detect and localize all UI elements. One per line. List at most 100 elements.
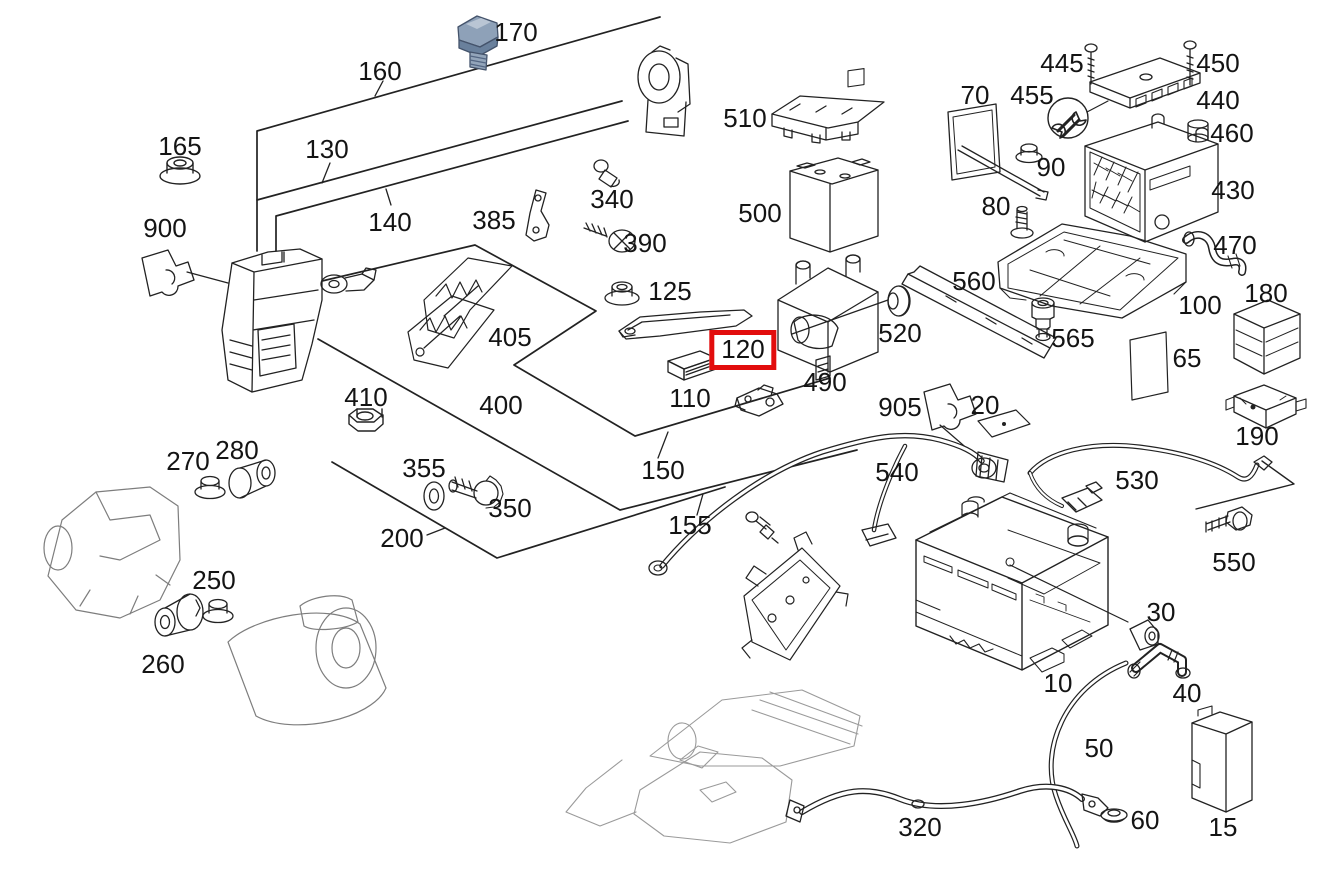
hose-470-drawing <box>1182 230 1247 276</box>
part-label-150[interactable]: 150 <box>641 455 685 485</box>
part-label-20[interactable]: 20 <box>970 390 1000 420</box>
retainer-strip-drawing <box>618 309 753 340</box>
part-label-405[interactable]: 405 <box>488 322 532 352</box>
fusebox-drawing <box>221 248 323 393</box>
screw-390-drawing <box>583 222 636 253</box>
mounting-plate-drawing <box>741 531 849 661</box>
part-label-100[interactable]: 100 <box>1178 290 1222 320</box>
relay-box-180-drawing <box>1233 299 1301 375</box>
part-label-460[interactable]: 460 <box>1210 118 1254 148</box>
part-label-400[interactable]: 400 <box>479 390 523 420</box>
part-label-130[interactable]: 130 <box>305 134 349 164</box>
aux-battery-500-drawing <box>789 68 879 253</box>
part-label-10[interactable]: 10 <box>1043 668 1073 698</box>
ecu-440-drawing <box>1089 57 1201 109</box>
clockspring-module-drawing <box>637 45 691 137</box>
nut-125-drawing <box>604 281 640 306</box>
part-label-565[interactable]: 565 <box>1051 323 1095 353</box>
washer-355-drawing <box>423 481 445 511</box>
part-label-550[interactable]: 550 <box>1212 547 1256 577</box>
bolt-80-drawing <box>1010 205 1034 239</box>
part-label-180[interactable]: 180 <box>1244 278 1288 308</box>
part-label-260[interactable]: 260 <box>141 649 185 679</box>
sleeve-260-drawing <box>154 593 204 637</box>
part-label-80[interactable]: 80 <box>981 191 1011 221</box>
plate-70-drawing <box>947 103 1049 201</box>
part-label-455[interactable]: 455 <box>1010 80 1054 110</box>
sensor-155-drawing <box>745 511 779 544</box>
part-label-140[interactable]: 140 <box>368 207 412 237</box>
cable-lug-140-drawing <box>320 267 377 294</box>
part-label-540[interactable]: 540 <box>875 457 919 487</box>
part-label-160[interactable]: 160 <box>358 56 402 86</box>
part-label-165[interactable]: 165 <box>158 131 202 161</box>
wrench-symbol-455-drawing <box>1047 97 1089 139</box>
part-label-280[interactable]: 280 <box>215 435 259 465</box>
part-label-390[interactable]: 390 <box>623 228 667 258</box>
part-label-560[interactable]: 560 <box>952 266 996 296</box>
part-label-70[interactable]: 70 <box>960 80 990 110</box>
hose-50-drawing <box>1048 660 1129 849</box>
part-label-170[interactable]: 170 <box>494 17 538 47</box>
part-label-30[interactable]: 30 <box>1146 597 1176 627</box>
relay-190-drawing <box>1225 384 1307 429</box>
part-label-510[interactable]: 510 <box>723 103 767 133</box>
nut-410-drawing <box>348 408 384 432</box>
part-label-500[interactable]: 500 <box>738 198 782 228</box>
nut-165-drawing <box>159 156 201 185</box>
part-label-110[interactable]: 110 <box>669 383 711 413</box>
part-label-60[interactable]: 60 <box>1130 805 1160 835</box>
part-label-905[interactable]: 905 <box>878 392 922 422</box>
part-label-125[interactable]: 125 <box>648 276 692 306</box>
part-label-900[interactable]: 900 <box>143 213 187 243</box>
part-label-520[interactable]: 520 <box>878 318 922 348</box>
battery-10-drawing <box>915 492 1109 673</box>
part-label-270[interactable]: 270 <box>166 446 210 476</box>
part-label-200[interactable]: 200 <box>380 523 424 553</box>
sleeve-280-drawing <box>228 459 276 499</box>
nut-90-drawing <box>1015 143 1043 164</box>
nut-270-drawing <box>194 475 226 500</box>
plate-20-drawing <box>977 409 1031 438</box>
cable-530-drawing <box>1027 442 1273 513</box>
engine-sketch <box>565 689 863 844</box>
highlighted-part-label-120[interactable]: 120 <box>709 330 777 370</box>
part-label-90[interactable]: 90 <box>1036 152 1066 182</box>
part-label-385[interactable]: 385 <box>472 205 516 235</box>
strap-320-drawing <box>785 783 1109 823</box>
clip-340-drawing <box>593 159 620 188</box>
part-label-440[interactable]: 440 <box>1196 85 1240 115</box>
bolt-350-drawing <box>448 475 504 509</box>
screw-445-drawing <box>1084 43 1098 85</box>
bolt-170-drawing <box>457 15 499 71</box>
label-65-drawing <box>1129 331 1169 401</box>
part-label-530[interactable]: 530 <box>1115 465 1159 495</box>
battery-holder-490-drawing <box>777 254 879 381</box>
part-label-445[interactable]: 445 <box>1040 48 1084 78</box>
part-label-355[interactable]: 355 <box>402 453 446 483</box>
part-label-470[interactable]: 470 <box>1213 230 1257 260</box>
part-label-340[interactable]: 340 <box>590 184 634 214</box>
alternator-sketch <box>43 486 181 619</box>
part-label-40[interactable]: 40 <box>1172 678 1202 708</box>
part-label-350[interactable]: 350 <box>488 493 532 523</box>
part-label-65[interactable]: 65 <box>1172 343 1202 373</box>
part-label-430[interactable]: 430 <box>1211 175 1255 205</box>
part-label-490[interactable]: 490 <box>803 367 847 397</box>
bolt-565-drawing <box>1031 297 1055 342</box>
part-label-320[interactable]: 320 <box>898 812 942 842</box>
part-label-50[interactable]: 50 <box>1084 733 1114 763</box>
bracket-405-drawing <box>423 257 513 339</box>
elbow-40-drawing <box>1127 643 1191 679</box>
part-label-155[interactable]: 155 <box>668 510 712 540</box>
connector-905-drawing <box>923 383 977 431</box>
part-label-410[interactable]: 410 <box>344 382 388 412</box>
part-label-190[interactable]: 190 <box>1235 421 1279 451</box>
part-label-250[interactable]: 250 <box>192 565 236 595</box>
rail-560-drawing <box>901 265 1057 359</box>
battery-tray-100-drawing <box>997 223 1187 319</box>
part-label-450[interactable]: 450 <box>1196 48 1240 78</box>
part-label-15[interactable]: 15 <box>1208 812 1238 842</box>
